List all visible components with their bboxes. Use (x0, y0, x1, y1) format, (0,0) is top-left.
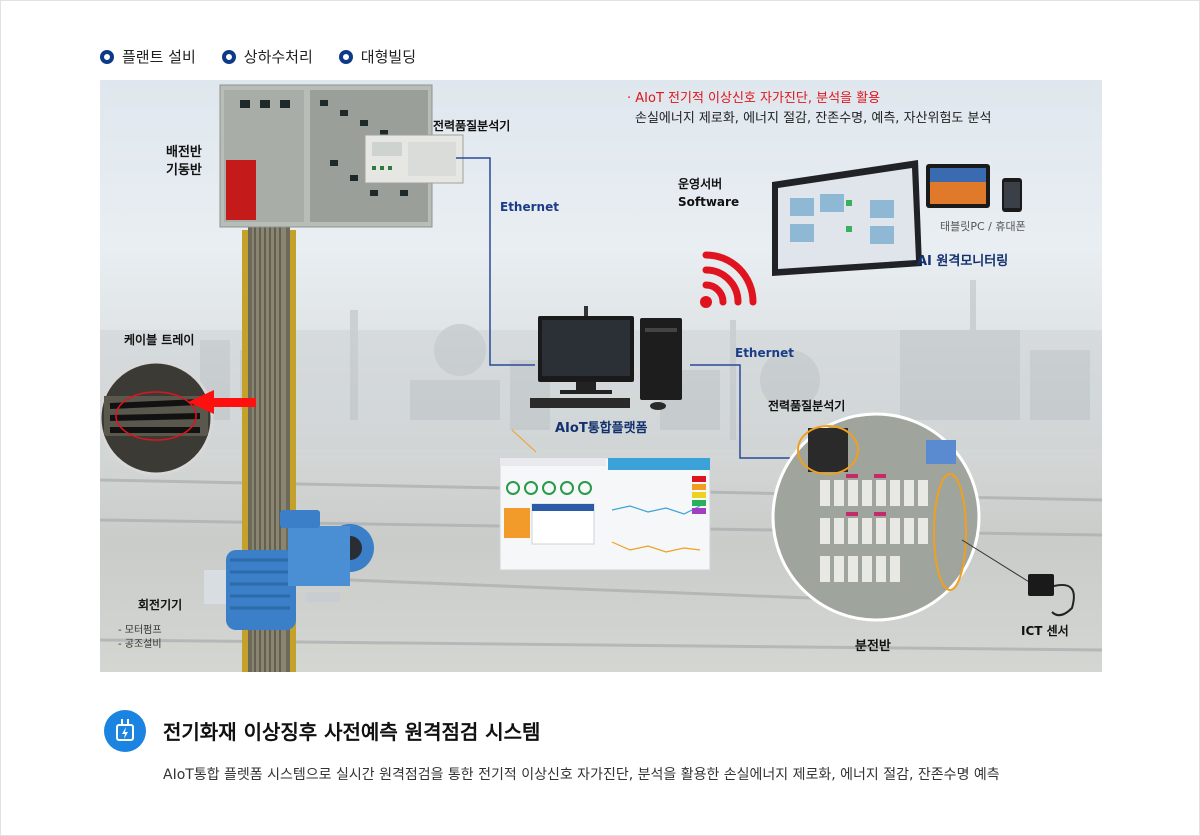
platform-label: AIoT통합플랫폼 (555, 421, 648, 436)
switchboard-label: 배전반 (166, 145, 202, 160)
cable-tray-zoom (100, 360, 214, 476)
rotating-sub-motor-pump: - 모터펌프 (118, 625, 162, 636)
server-label: 운영서버 (678, 177, 723, 191)
category-label: 대형빌딩 (360, 48, 416, 66)
category-item: 플랜트 설비 (100, 46, 196, 67)
category-item: 대형빌딩 (338, 46, 416, 67)
category-label: 상하수처리 (243, 48, 313, 66)
ethernet-label-right: Ethernet (735, 346, 794, 360)
ring-bullet-icon (221, 49, 236, 64)
switchboard-panel (219, 84, 464, 228)
pq-analyzer-label-top: 전력품질분석기 (433, 119, 511, 133)
ai-monitoring-label: AI 원격모니터링 (917, 254, 1009, 269)
dashboard-screenshot (499, 457, 711, 571)
feed-lines (511, 429, 537, 453)
wifi-signal (700, 251, 757, 308)
red-arrow-icon (188, 390, 256, 414)
ict-sensor-label: ICT 센서 (1021, 624, 1069, 638)
rotating-equipment-label: 회전기기 (138, 598, 183, 612)
category-label: 플랜트 설비 (122, 48, 196, 66)
ring-bullet-icon (338, 49, 353, 64)
system-diagram: 배전반 기동반 전력품질분석기 Ethernet Ethernet 운영서버 S… (100, 80, 1102, 672)
motor-equipment (204, 510, 374, 630)
mobile-devices (926, 164, 1022, 212)
desktop-computer (530, 306, 682, 410)
cable-tray-label: 케이블 트레이 (124, 333, 195, 347)
footer-title: 전기화재 이상징후 사전예측 원격점검 시스템 (163, 720, 541, 744)
plug-icon (104, 710, 146, 752)
category-item: 상하수처리 (221, 46, 313, 67)
aiot-note-line-1: · AIoT 전기적 이상신호 자가진단, 분석을 활용 (627, 91, 881, 106)
diagram-artwork (100, 84, 1102, 672)
starter-panel-label: 기동반 (166, 163, 202, 178)
plug-icon-glyph (116, 719, 134, 741)
software-label: Software (678, 195, 740, 209)
footer-description: AIoT통합 플렛폼 시스템으로 실시간 원격점검을 통한 전기적 이상신호 자… (163, 767, 1000, 783)
category-legend: 플랜트 설비 상하수처리 대형빌딩 (100, 46, 416, 67)
ethernet-lines (456, 157, 800, 459)
distribution-panel-label: 분전반 (855, 639, 891, 654)
ring-bullet-icon (100, 49, 114, 64)
aiot-note-line-2: 손실에너지 제로화, 에너지 절감, 잔존수명, 예측, 자산위험도 분석 (635, 111, 992, 126)
devices-label: 태블릿PC / 휴대폰 (940, 220, 1026, 233)
rotating-sub-hvac: - 공조설비 (118, 639, 162, 650)
ethernet-label-left: Ethernet (500, 200, 559, 214)
wall-monitor (772, 160, 922, 276)
ict-sensor-device (1028, 574, 1075, 617)
pq-analyzer-label-bottom: 전력품질분석기 (768, 399, 846, 413)
